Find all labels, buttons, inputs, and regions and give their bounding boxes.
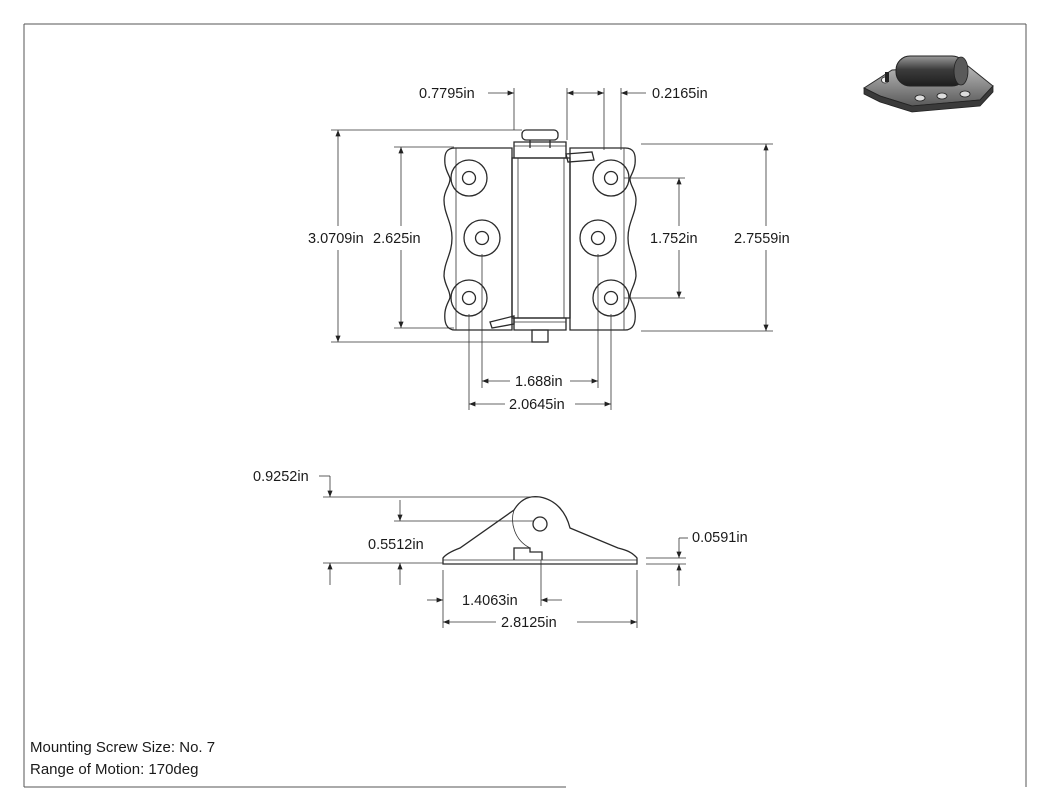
hinge-side-view (442, 495, 638, 565)
dim-0-9252: 0.9252in (253, 469, 309, 485)
dim-1-4063: 1.4063in (462, 593, 518, 609)
dim-0-5512: 0.5512in (368, 537, 424, 553)
dim-2-625: 2.625in (373, 231, 421, 247)
dim-1-752: 1.752in (650, 231, 698, 247)
hinge-top-view (443, 129, 637, 343)
top-view-dimensions (331, 88, 773, 410)
screw-hole (450, 159, 488, 197)
screw-hole (463, 219, 501, 257)
dim-0-0591: 0.0591in (692, 530, 748, 546)
dim-0-7795: 0.7795in (419, 86, 475, 102)
mounting-screw-size-note: Mounting Screw Size: No. 7 (30, 739, 216, 756)
side-view-dimensions (319, 475, 688, 628)
dim-2-0645: 2.0645in (509, 397, 565, 413)
sheet-border (23, 23, 1027, 788)
dim-1-688: 1.688in (515, 374, 563, 390)
dim-2-7559: 2.7559in (734, 231, 790, 247)
dim-2-8125: 2.8125in (501, 615, 557, 631)
dim-3-0709: 3.0709in (308, 231, 364, 247)
dim-0-2165: 0.2165in (652, 86, 708, 102)
range-of-motion-note: Range of Motion: 170deg (30, 761, 199, 778)
hinge-isometric-icon (862, 55, 994, 113)
screw-hole (579, 219, 617, 257)
